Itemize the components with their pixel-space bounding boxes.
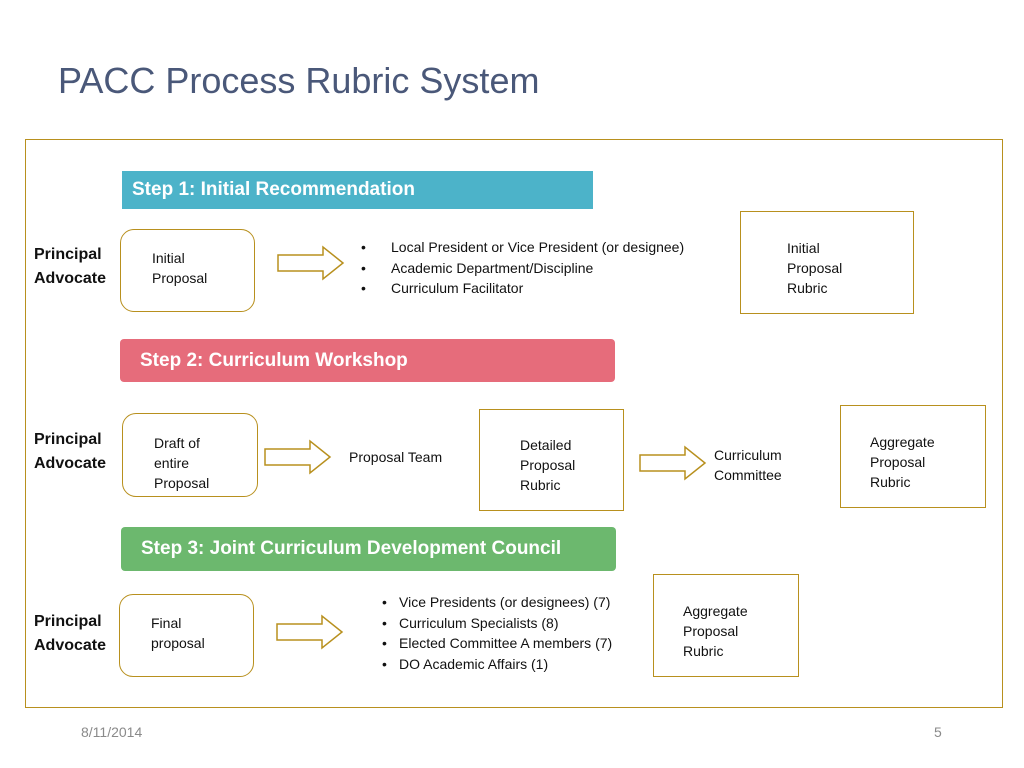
box-line: Aggregate <box>870 434 935 450</box>
step3-reviewer-list: Vice Presidents (or designees) (7) Curri… <box>379 592 612 674</box>
step1-reviewer-list: Local President or Vice President (or de… <box>359 237 684 299</box>
box-line: Rubric <box>520 477 561 493</box>
box-line: Final <box>151 615 182 631</box>
right-arrow-icon <box>264 439 332 475</box>
box-line: Aggregate <box>683 603 748 619</box>
step2-detailed-rubric-box: Detailed Proposal Rubric <box>479 409 624 511</box>
list-item: Curriculum Facilitator <box>359 278 684 299</box>
step3-aggregate-rubric-box: Aggregate Proposal Rubric <box>653 574 799 677</box>
list-item: Curriculum Specialists (8) <box>379 613 612 634</box>
actor-line: Principal <box>34 431 102 448</box>
step2-aggregate-rubric-box: Aggregate Proposal Rubric <box>840 405 986 508</box>
slide-title: PACC Process Rubric System <box>58 60 540 101</box>
box-line: Proposal <box>520 457 576 473</box>
box-line: Rubric <box>870 474 911 490</box>
step1-rubric-box: Initial Proposal Rubric <box>740 211 914 314</box>
proposal-team-label: Proposal Team <box>349 449 443 465</box>
step3-final-proposal-box: Final proposal <box>119 594 254 677</box>
box-line: Proposal <box>683 623 739 639</box>
list-item: Academic Department/Discipline <box>359 258 684 279</box>
actor-line: Principal <box>34 613 102 630</box>
actor-line: Principal <box>34 246 102 263</box>
box-line: Proposal <box>870 454 926 470</box>
box-line: Proposal <box>154 475 210 491</box>
box-line: Draft of <box>154 435 200 451</box>
list-item: DO Academic Affairs (1) <box>379 654 612 675</box>
box-line: Rubric <box>683 643 724 659</box>
actor-line: Advocate <box>34 270 107 287</box>
step2-principal-advocate: Principal Advocate <box>34 428 106 476</box>
box-line: Proposal <box>787 260 843 276</box>
step2-banner: Step 2: Curriculum Workshop <box>120 339 615 382</box>
step1-initial-proposal-box: Initial Proposal <box>120 229 255 312</box>
list-item: Elected Committee A members (7) <box>379 633 612 654</box>
step3-principal-advocate: Principal Advocate <box>34 610 106 658</box>
label-line: Curriculum <box>714 447 782 463</box>
box-line: Detailed <box>520 437 572 453</box>
box-line: Proposal <box>152 270 208 286</box>
right-arrow-icon <box>277 245 345 281</box>
process-frame <box>25 139 1003 708</box>
box-line: Initial <box>152 250 185 266</box>
actor-line: Advocate <box>34 455 107 472</box>
footer-date: 8/11/2014 <box>81 724 143 740</box>
box-line: Rubric <box>787 280 828 296</box>
list-item: Local President or Vice President (or de… <box>359 237 684 258</box>
step2-draft-proposal-box: Draft of entire Proposal <box>122 413 258 497</box>
step1-principal-advocate: Principal Advocate <box>34 243 106 291</box>
step1-banner: Step 1: Initial Recommendation <box>122 171 593 209</box>
box-line: proposal <box>151 635 205 651</box>
label-line: Committee <box>714 467 782 483</box>
box-line: Initial <box>787 240 820 256</box>
right-arrow-icon <box>639 445 707 481</box>
curriculum-committee-label: Curriculum Committee <box>714 445 782 485</box>
box-line: entire <box>154 455 190 471</box>
step3-banner: Step 3: Joint Curriculum Development Cou… <box>121 527 616 571</box>
page-number: 5 <box>934 724 942 740</box>
list-item: Vice Presidents (or designees) (7) <box>379 592 612 613</box>
right-arrow-icon <box>276 614 344 650</box>
actor-line: Advocate <box>34 637 107 654</box>
